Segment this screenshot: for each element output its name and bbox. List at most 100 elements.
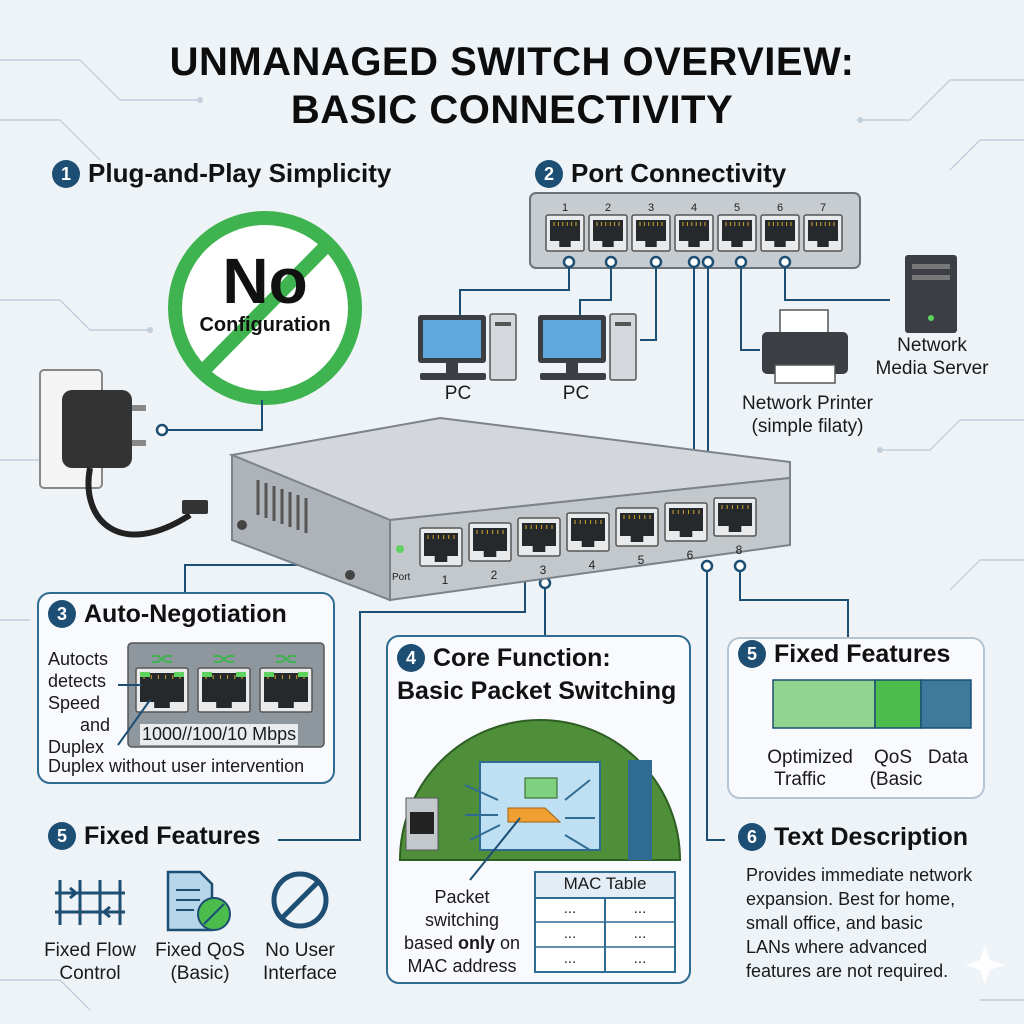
switch-led-label: Port bbox=[392, 572, 411, 583]
section-2-title-text: Port Connectivity bbox=[571, 158, 787, 188]
qos-document-icon bbox=[166, 870, 231, 932]
bar-label-optimized: Optimized bbox=[767, 747, 853, 768]
switch-port-number: 2 bbox=[491, 568, 498, 582]
auto-negotiation-line-2: detects bbox=[48, 671, 107, 691]
switch-port-2: 2 bbox=[468, 522, 512, 582]
switch-port-4: 4 bbox=[566, 512, 610, 572]
top-port-5: 5 bbox=[717, 202, 757, 252]
no-entry-icon bbox=[271, 871, 329, 929]
bar-label-basic: (Basic bbox=[869, 769, 923, 790]
top-port-number: 2 bbox=[605, 202, 611, 214]
mac-table-cell: ... bbox=[563, 950, 577, 967]
mac-table-cell: ... bbox=[633, 925, 647, 942]
section-3-number: 3 bbox=[48, 600, 76, 628]
fixed-flow-label-2: Control bbox=[59, 963, 121, 984]
caption-word-on: on bbox=[500, 933, 521, 953]
feature-bar-segment bbox=[772, 679, 876, 729]
printer-label-line-2: (simple filaty) bbox=[751, 416, 864, 437]
auto-negotiation-line-1: Autocts bbox=[48, 649, 109, 669]
fixed-flow-label-1: Fixed Flow bbox=[44, 940, 136, 961]
server-label-line-2: Media Server bbox=[875, 358, 989, 379]
badge-configuration-text: Configuration bbox=[199, 314, 331, 336]
section-2-number: 2 bbox=[535, 160, 563, 188]
badge-no-text: No bbox=[222, 245, 308, 317]
fixed-qos-label-1: Fixed QoS bbox=[155, 940, 245, 961]
description-line-3: small office, and basic bbox=[746, 913, 923, 933]
pc-2-label: PC bbox=[562, 383, 590, 404]
switch-port-number: 4 bbox=[589, 558, 596, 572]
section-3-title: 3 Auto-Negotiation bbox=[48, 600, 287, 629]
mac-table-cell: ... bbox=[563, 925, 577, 942]
description-line-4: LANs where advanced bbox=[746, 937, 928, 957]
section-6-title: 6 Text Description bbox=[738, 823, 968, 852]
section-5-right-number: 5 bbox=[738, 640, 766, 668]
server-label-line-1: Network bbox=[897, 335, 967, 356]
switch-port-number: 8 bbox=[736, 543, 743, 557]
pc-1-label: PC bbox=[444, 383, 472, 404]
description-line-5: features are not required. bbox=[746, 961, 949, 981]
feature-bar-segment bbox=[920, 679, 972, 729]
connection-lines bbox=[160, 262, 890, 841]
section-4-title-line-1: Core Function: bbox=[433, 644, 611, 672]
section-6-number: 6 bbox=[738, 823, 766, 851]
section-1-title-text: Plug-and-Play Simplicity bbox=[88, 158, 392, 188]
top-port-3: 3 bbox=[631, 202, 671, 252]
top-port-2: 2 bbox=[588, 202, 628, 252]
mac-table-header: MAC Table bbox=[563, 874, 647, 893]
bar-label-traffic: Traffic bbox=[774, 769, 826, 790]
switch-port-number: 3 bbox=[540, 563, 547, 577]
top-port-1: 1 bbox=[545, 202, 585, 252]
packet-switching-caption: Packet switching based only on MAC addre… bbox=[398, 886, 526, 978]
auto-negotiation-text: Autocts detects Speed and Duplex bbox=[48, 648, 110, 758]
power-adapter-icon bbox=[39, 369, 208, 538]
section-1-title: 1 Plug-and-Play Simplicity bbox=[52, 158, 391, 189]
sparkle-icon bbox=[965, 945, 1005, 985]
switch-port-5: 5 bbox=[615, 507, 659, 567]
top-port-number: 7 bbox=[820, 202, 826, 214]
no-ui-label-1: No User bbox=[265, 940, 335, 961]
section-5-right-title-text: Fixed Features bbox=[774, 640, 951, 668]
switch-port-number: 1 bbox=[442, 573, 449, 587]
top-port-number: 4 bbox=[691, 202, 697, 214]
section-3-title-text: Auto-Negotiation bbox=[84, 600, 287, 628]
top-port-number: 1 bbox=[562, 202, 568, 214]
section-1-number: 1 bbox=[52, 160, 80, 188]
top-port-number: 3 bbox=[648, 202, 654, 214]
caption-line-1: Packet bbox=[434, 887, 490, 907]
auto-port bbox=[197, 655, 251, 713]
shuffle-icon bbox=[152, 655, 172, 663]
no-configuration-badge bbox=[168, 211, 362, 405]
bar-label-qos: QoS bbox=[873, 747, 913, 768]
section-2-title: 2 Port Connectivity bbox=[535, 158, 786, 189]
top-port-7: 7 bbox=[803, 202, 843, 252]
description-line-1: Provides immediate network bbox=[746, 865, 973, 885]
section-6-title-text: Text Description bbox=[774, 823, 969, 851]
auto-negotiation-line-4: and bbox=[80, 715, 111, 735]
pc-2-icon bbox=[538, 313, 637, 381]
switch-port-3: 3 bbox=[517, 517, 561, 577]
switch-port-6: 6 bbox=[664, 502, 708, 562]
switch-port-number: 5 bbox=[638, 553, 645, 567]
feature-bar-segment bbox=[874, 679, 922, 729]
top-port-number: 5 bbox=[734, 202, 740, 214]
top-port-4: 4 bbox=[674, 202, 714, 252]
top-port-6: 6 bbox=[760, 202, 800, 252]
section-4-title-line-2: Basic Packet Switching bbox=[397, 677, 677, 705]
printer-icon bbox=[762, 309, 848, 384]
bar-label-data: Data bbox=[927, 747, 969, 768]
server-icon bbox=[905, 255, 957, 333]
section-4-number: 4 bbox=[397, 644, 425, 672]
switch-port-8: 8 bbox=[713, 497, 757, 557]
packet-switch-chip bbox=[479, 761, 601, 851]
flow-control-icon bbox=[55, 880, 125, 925]
section-4-title: 4 Core Function: bbox=[397, 644, 611, 673]
shuffle-icon bbox=[276, 655, 296, 663]
page-title-line-2: BASIC CONNECTIVITY bbox=[290, 88, 734, 132]
mac-table-cell: ... bbox=[633, 950, 647, 967]
top-port-number: 6 bbox=[777, 202, 783, 214]
section-5-left-title-text: Fixed Features bbox=[84, 822, 261, 850]
section-5-right-title: 5 Fixed Features bbox=[738, 640, 950, 669]
